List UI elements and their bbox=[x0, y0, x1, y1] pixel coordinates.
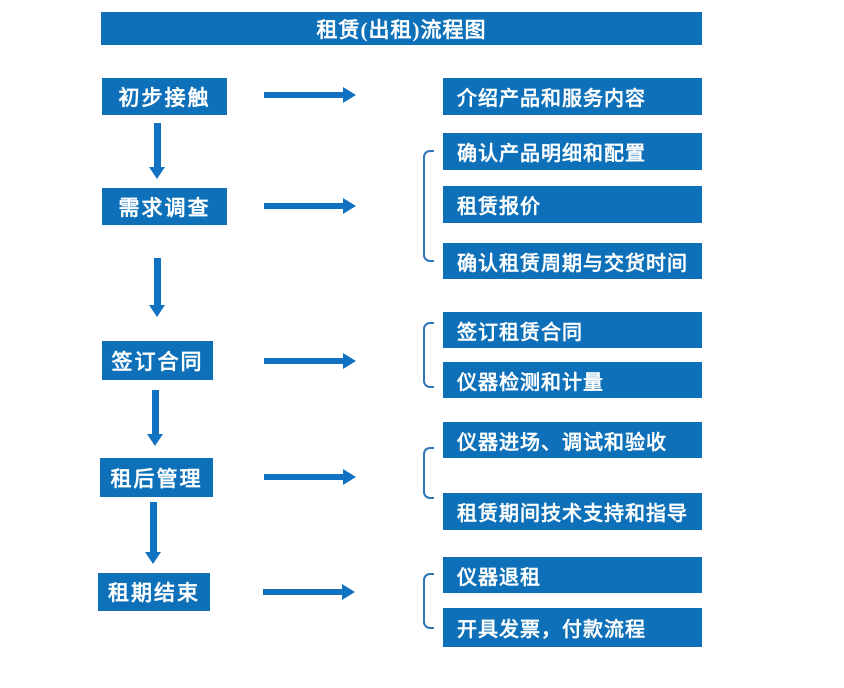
step-box-initial-contact: 初步接触 bbox=[102, 78, 227, 115]
step-box-post-rental-management: 租后管理 bbox=[100, 458, 213, 497]
arrow-down-shaft bbox=[152, 390, 159, 434]
arrow-down-shaft bbox=[154, 258, 161, 305]
arrow-right-head bbox=[343, 87, 356, 103]
detail-box-rental-quote: 租赁报价 bbox=[443, 186, 702, 223]
step-box-sign-contract: 签订合同 bbox=[102, 341, 213, 380]
detail-box-introduce-products: 介绍产品和服务内容 bbox=[443, 78, 702, 115]
arrow-down-shaft bbox=[150, 502, 157, 552]
bracket-shape-group3 bbox=[423, 322, 434, 388]
arrow-down-head bbox=[149, 305, 165, 317]
detail-box-confirm-product-config: 确认产品明细和配置 bbox=[443, 133, 702, 170]
detail-box-instrument-testing: 仪器检测和计量 bbox=[443, 362, 702, 398]
arrow-right-head bbox=[343, 198, 356, 214]
arrow-right-shaft bbox=[264, 358, 344, 364]
bracket-shape-group4 bbox=[423, 447, 434, 499]
arrow-down-head bbox=[149, 167, 165, 179]
arrow-down-head bbox=[147, 434, 163, 446]
arrow-right-head bbox=[342, 584, 355, 600]
arrow-right-head bbox=[343, 353, 356, 369]
arrow-right-shaft bbox=[264, 203, 344, 209]
arrow-right-head bbox=[343, 469, 356, 485]
bracket-shape-group5 bbox=[423, 573, 434, 629]
detail-box-tech-support: 租赁期间技术支持和指导 bbox=[443, 493, 702, 530]
detail-box-instrument-setup-acceptance: 仪器进场、调试和验收 bbox=[443, 422, 702, 458]
step-box-demand-survey: 需求调查 bbox=[102, 188, 227, 225]
detail-box-invoice-payment: 开具发票，付款流程 bbox=[443, 608, 702, 647]
arrow-down-head bbox=[145, 552, 161, 564]
arrow-right-shaft bbox=[263, 589, 343, 595]
arrow-down-shaft bbox=[154, 123, 161, 168]
detail-box-sign-rental-contract: 签订租赁合同 bbox=[443, 312, 702, 348]
step-box-rental-end: 租期结束 bbox=[98, 573, 210, 611]
detail-box-confirm-period-delivery: 确认租赁周期与交货时间 bbox=[443, 243, 702, 279]
flowchart-title: 租赁(出租)流程图 bbox=[101, 12, 702, 45]
detail-box-instrument-return: 仪器退租 bbox=[443, 557, 702, 593]
bracket-shape-group2 bbox=[423, 150, 434, 262]
arrow-right-shaft bbox=[264, 474, 344, 480]
arrow-right-shaft bbox=[264, 92, 344, 98]
